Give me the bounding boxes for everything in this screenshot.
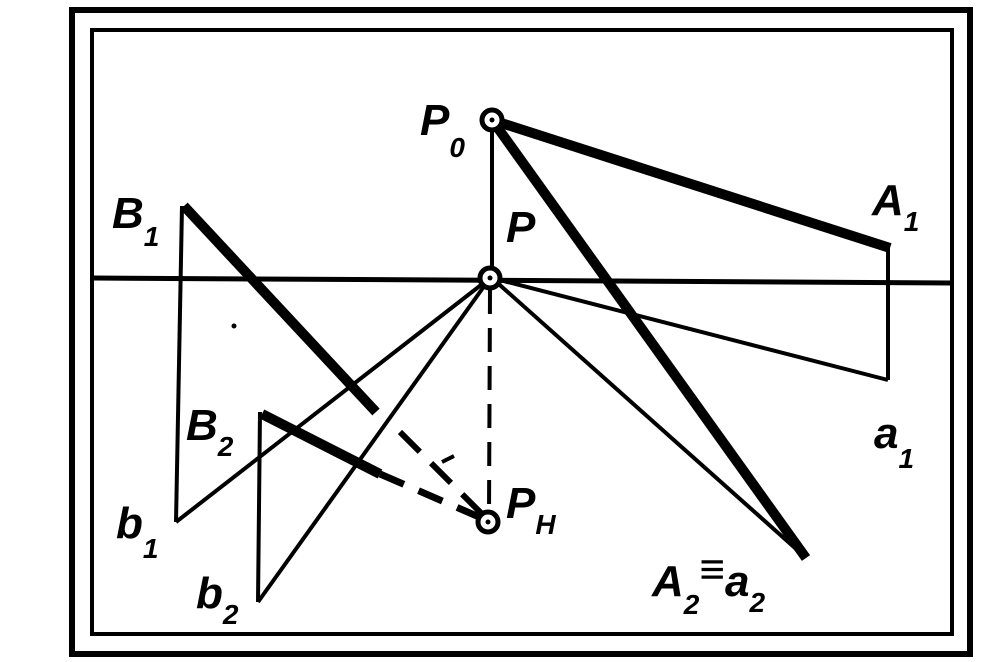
line-p0-a2 (490, 121, 811, 561)
line-b2-ph-solid (259, 409, 383, 479)
stray-dot (231, 323, 237, 329)
line-b2-b2 (256, 411, 262, 603)
line-b2-p (256, 276, 492, 604)
line-b1-ph-solid (180, 202, 380, 416)
line-b1-b1 (174, 205, 184, 523)
label-a1-upper: A1 (871, 176, 919, 237)
line-p-ph-dashed (487, 289, 492, 516)
outer-frame (69, 7, 973, 657)
label-b1-lower: b1 (116, 499, 158, 564)
label-p0: P0 (420, 96, 465, 163)
point-p0-center (489, 117, 495, 123)
inner-frame (90, 28, 954, 636)
line-p-a2 (490, 276, 806, 558)
label-ph: PH (506, 479, 556, 540)
label-a1-lower: a1 (874, 409, 914, 474)
line-p-a1-lower (491, 276, 889, 382)
line-b2-ph-dashed (378, 470, 488, 524)
line-p0-a1 (490, 115, 892, 253)
line-b1-ph-dashed (397, 429, 489, 521)
label-b2-lower: b2 (196, 569, 239, 630)
label-a2-a2: A2≡a2 (651, 545, 766, 620)
label-p: P (506, 203, 536, 252)
stray-dash (441, 454, 455, 464)
horizon-line (91, 275, 953, 286)
point-p-center (487, 275, 493, 281)
point-ph-center (485, 519, 491, 525)
line-b1-p (174, 276, 492, 524)
label-b2-upper: B2 (186, 401, 234, 462)
label-b1-upper: B1 (112, 189, 159, 252)
